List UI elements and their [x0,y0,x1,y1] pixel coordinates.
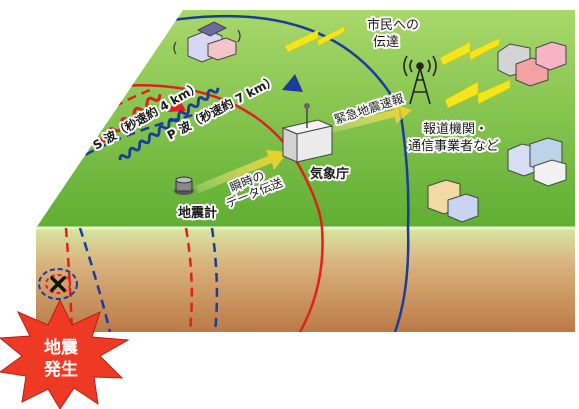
house-cluster-bottom [427,179,479,223]
s-wave-arrow [93,94,186,146]
eew-broadcast-arrow [330,104,412,133]
citizens-label-line1: 市民への [367,17,419,33]
earthquake-burst [0,298,130,409]
house-cluster-right-top [497,41,567,87]
ground-surface [36,10,575,228]
quake-label-line1: 地震 [44,337,79,358]
house-cluster-right-mid [507,137,567,187]
broadcast-tower-icon [403,55,437,105]
citizens-label-line2: 伝達 [373,35,399,50]
p-wave-arrow [118,74,303,161]
signal-bolts [284,25,511,109]
soil-cross-section [36,228,575,332]
quake-label-line2: 発生 [43,359,78,380]
p-wave-front [119,14,410,228]
jma-label: 気象庁 [310,166,349,182]
data-transfer-arrow [195,150,288,193]
seismometer-icon [174,176,194,195]
media-label-line2: 通信事業者など [408,138,499,154]
hypocenter-marker [38,268,78,300]
media-label-line1: 報道機関・ [423,122,488,137]
jma-building-icon [281,103,334,163]
house-cluster-top [173,21,241,63]
seismometer-label: 地震計 [178,205,217,221]
